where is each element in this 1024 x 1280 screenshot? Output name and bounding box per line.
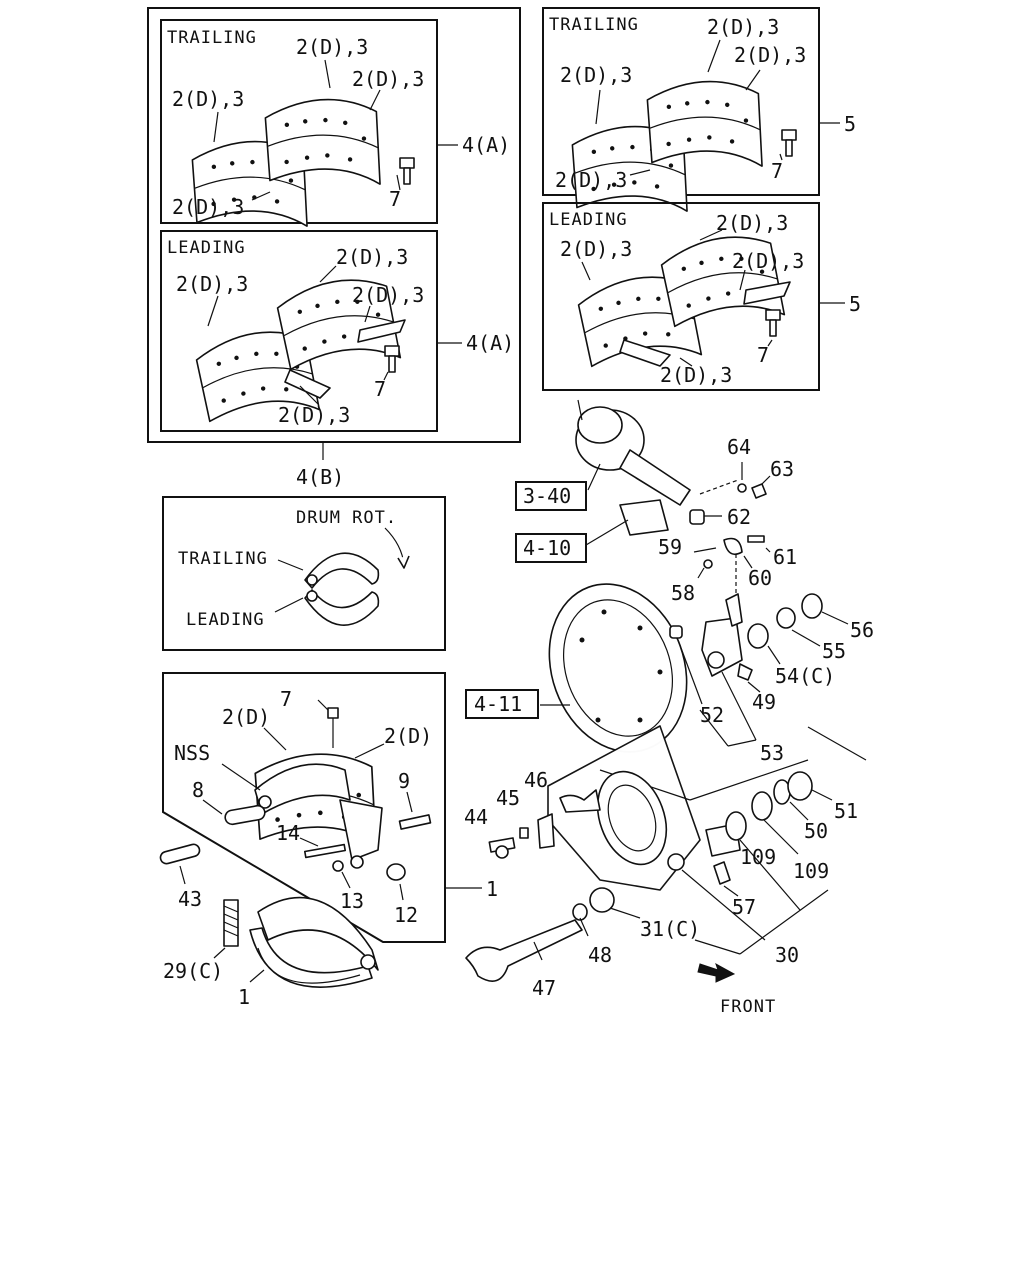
part-label: 44 — [464, 805, 488, 829]
trailing-label: TRAILING — [178, 549, 268, 569]
part-label: 14 — [276, 821, 300, 845]
part-label: 53 — [760, 741, 784, 765]
shoe-assembly: 7 2(D) 2(D) NSS 8 9 14 13 12 1 — [162, 672, 498, 943]
part-label: 2(D) — [222, 705, 270, 729]
part-label: 9 — [398, 769, 410, 793]
part-label: 2(D),3 — [560, 237, 632, 261]
clevis-parts: 64 63 62 59 61 60 58 — [658, 435, 797, 606]
part-label: 50 — [804, 819, 828, 843]
part-label: 29(C) — [163, 959, 223, 983]
part-label: 48 — [588, 943, 612, 967]
front-label: FRONT — [720, 997, 776, 1017]
part-label: 2(D),3 — [278, 403, 350, 427]
front-arrow-icon — [697, 962, 736, 983]
part-label: 51 — [834, 799, 858, 823]
callout-4b: 4(B) — [296, 465, 344, 489]
part-label: 2(D),3 — [352, 67, 424, 91]
part-label: 13 — [340, 889, 364, 913]
part-label: 2(D),3 — [172, 195, 244, 219]
part-label: 2(D),3 — [336, 245, 408, 269]
loose-parts: 43 29(C) 1 — [159, 843, 379, 1009]
part-label: 2(D),3 — [560, 63, 632, 87]
part-label: 47 — [532, 976, 556, 1000]
part-label: 45 — [496, 786, 520, 810]
drum-rotation-diagram: DRUM ROT. TRAILING LEADING — [162, 496, 446, 651]
part-label: 7 — [389, 187, 401, 211]
ref-3-40: 3-40 — [523, 484, 571, 508]
callout-5: 5 — [849, 292, 861, 316]
part-label: 56 — [850, 618, 874, 642]
callout-4a: 4(A) — [462, 133, 510, 157]
panel-title: LEADING — [549, 210, 628, 230]
part-label: 2(D),3 — [707, 15, 779, 39]
part-label: 52 — [700, 703, 724, 727]
part-label: 7 — [771, 159, 783, 183]
panel-trailing-5: TRAILING 2(D),3 2(D),3 2(D),3 2(D),3 7 5 — [542, 7, 856, 218]
part-label: 30 — [775, 943, 799, 967]
part-label: 2(D),3 — [732, 249, 804, 273]
part-label: 57 — [732, 895, 756, 919]
part-label: 64 — [727, 435, 751, 459]
part-label: 109 — [740, 845, 776, 869]
part-label: 54(C) — [775, 664, 835, 688]
ref-4-10: 4-10 — [523, 536, 571, 560]
callout-5: 5 — [844, 112, 856, 136]
part-label: 55 — [822, 639, 846, 663]
part-label: 60 — [748, 566, 772, 590]
part-label: 2(D),3 — [352, 283, 424, 307]
part-label: 2(D),3 — [296, 35, 368, 59]
drum-rot-label: DRUM ROT. — [296, 508, 397, 528]
part-label: 2(D),3 — [172, 87, 244, 111]
part-label: 2(D),3 — [555, 168, 627, 192]
part-label: 61 — [773, 545, 797, 569]
dust-shield: 4-11 — [465, 583, 688, 753]
part-label: 49 — [752, 690, 776, 714]
part-label: 1 — [486, 877, 498, 901]
part-label: 2(D),3 — [734, 43, 806, 67]
panel-title: LEADING — [167, 238, 246, 258]
part-label: 2(D),3 — [176, 272, 248, 296]
panel-title: TRAILING — [167, 28, 257, 48]
callout-4a: 4(A) — [466, 331, 514, 355]
panel-leading-4a: LEADING 2(D),3 2(D),3 2(D),3 2(D),3 7 4(… — [160, 230, 514, 432]
leading-label: LEADING — [186, 610, 265, 630]
panel-title: TRAILING — [549, 15, 639, 35]
part-label: 43 — [178, 887, 202, 911]
part-label: 63 — [770, 457, 794, 481]
part-label: 46 — [524, 768, 548, 792]
slack-adjuster: 56 55 54(C) 49 52 53 — [669, 593, 874, 765]
panel-leading-5: LEADING 2(D),3 2(D),3 2(D),3 2(D),3 7 5 — [542, 202, 861, 391]
front-indicator: FRONT — [697, 962, 776, 1017]
part-label: 7 — [374, 377, 386, 401]
group-4b-frame: 4(B) — [147, 7, 521, 489]
part-label: 62 — [727, 505, 751, 529]
part-label: 8 — [192, 778, 204, 802]
panel-trailing-4a: TRAILING 2(D),3 2(D),3 2(D),3 2(D),3 7 4… — [160, 19, 510, 233]
part-label: 1 — [238, 985, 250, 1009]
part-label: 12 — [394, 903, 418, 927]
spider-camshaft: 46 45 44 51 50 109 109 57 31(C) 48 30 47 — [464, 725, 867, 1000]
part-label: 59 — [658, 535, 682, 559]
brake-chamber: 3-40 4-10 — [515, 399, 691, 563]
ref-4-11: 4-11 — [474, 692, 522, 716]
part-label: 2(D),3 — [660, 363, 732, 387]
part-label: 2(D) — [384, 724, 432, 748]
part-label: 7 — [280, 687, 292, 711]
part-label: 58 — [671, 581, 695, 605]
part-label: NSS — [174, 741, 210, 765]
part-label: 109 — [793, 859, 829, 883]
part-label: 31(C) — [640, 917, 700, 941]
part-label: 7 — [757, 343, 769, 367]
part-label: 2(D),3 — [716, 211, 788, 235]
